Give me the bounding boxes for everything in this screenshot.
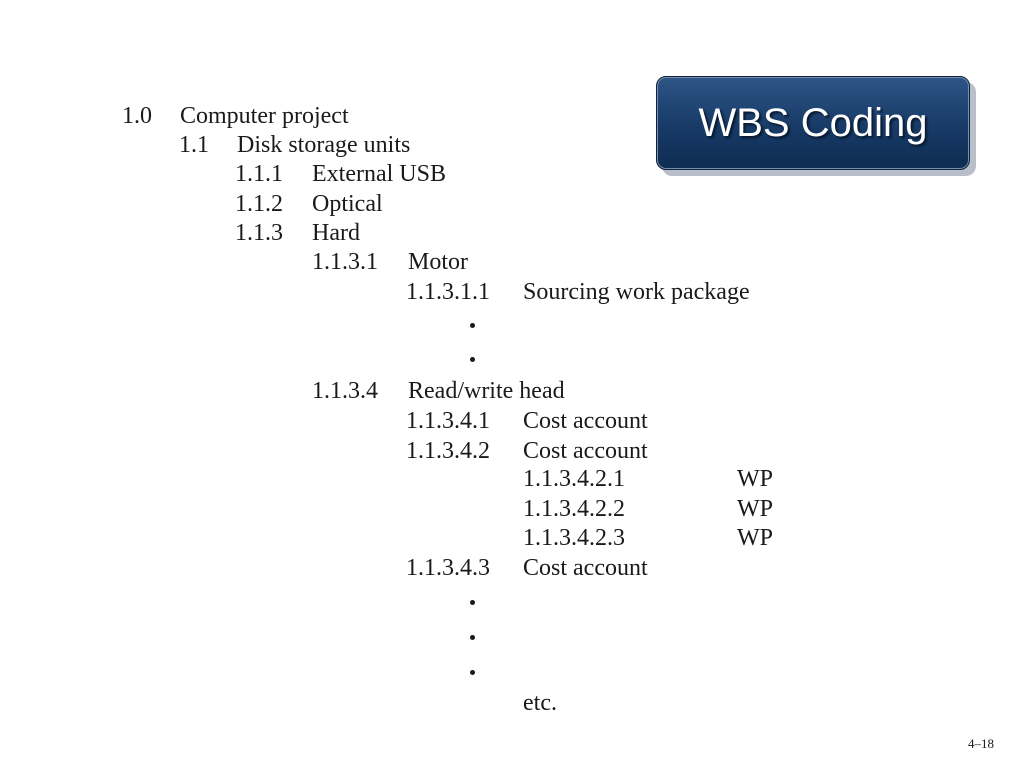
page-number: 4–18 (968, 736, 994, 751)
ellipsis-dot (470, 323, 475, 328)
wbs-code: 1.1.3.4.1 (406, 408, 490, 434)
wbs-label: Cost account (523, 408, 648, 434)
ellipsis-dot (470, 635, 475, 640)
slide-title: WBS Coding (698, 100, 928, 145)
wbs-code: 1.0 (122, 103, 152, 129)
ellipsis-dot (470, 357, 475, 362)
wbs-label: External USB (312, 161, 446, 187)
wbs-code: 1.1.1 (235, 161, 283, 187)
wbs-code: 1.1.3.4.2.2 (523, 496, 625, 522)
wbs-label: Computer project (180, 103, 349, 129)
wbs-label: Motor (408, 249, 468, 275)
wbs-code: 1.1.3.1 (312, 249, 378, 275)
wbs-code: 1.1.3.4.2 (406, 438, 490, 464)
ellipsis-dot (470, 670, 475, 675)
wbs-label: Optical (312, 191, 383, 217)
wbs-code: 1.1.3.4.2.3 (523, 525, 625, 551)
wbs-label: Cost account (523, 555, 648, 581)
wbs-code: 1.1.3.4.3 (406, 555, 490, 581)
wbs-label: Read/write head (408, 378, 565, 404)
wbs-label: WP (737, 525, 773, 551)
wbs-label: Sourcing work package (523, 279, 750, 305)
wbs-label: Cost account (523, 438, 648, 464)
wbs-code: 1.1.3.4 (312, 378, 378, 404)
wbs-code: 1.1.2 (235, 191, 283, 217)
wbs-label: WP (737, 496, 773, 522)
wbs-ending-text: etc. (523, 690, 557, 716)
wbs-code: 1.1.3.4.2.1 (523, 466, 625, 492)
wbs-label: WP (737, 466, 773, 492)
wbs-code: 1.1.3.1.1 (406, 279, 490, 305)
wbs-label: Hard (312, 220, 360, 246)
title-banner: WBS Coding (656, 76, 970, 170)
ellipsis-dot (470, 600, 475, 605)
wbs-label: Disk storage units (237, 132, 411, 158)
wbs-code: 1.1.3 (235, 220, 283, 246)
wbs-code: 1.1 (179, 132, 209, 158)
